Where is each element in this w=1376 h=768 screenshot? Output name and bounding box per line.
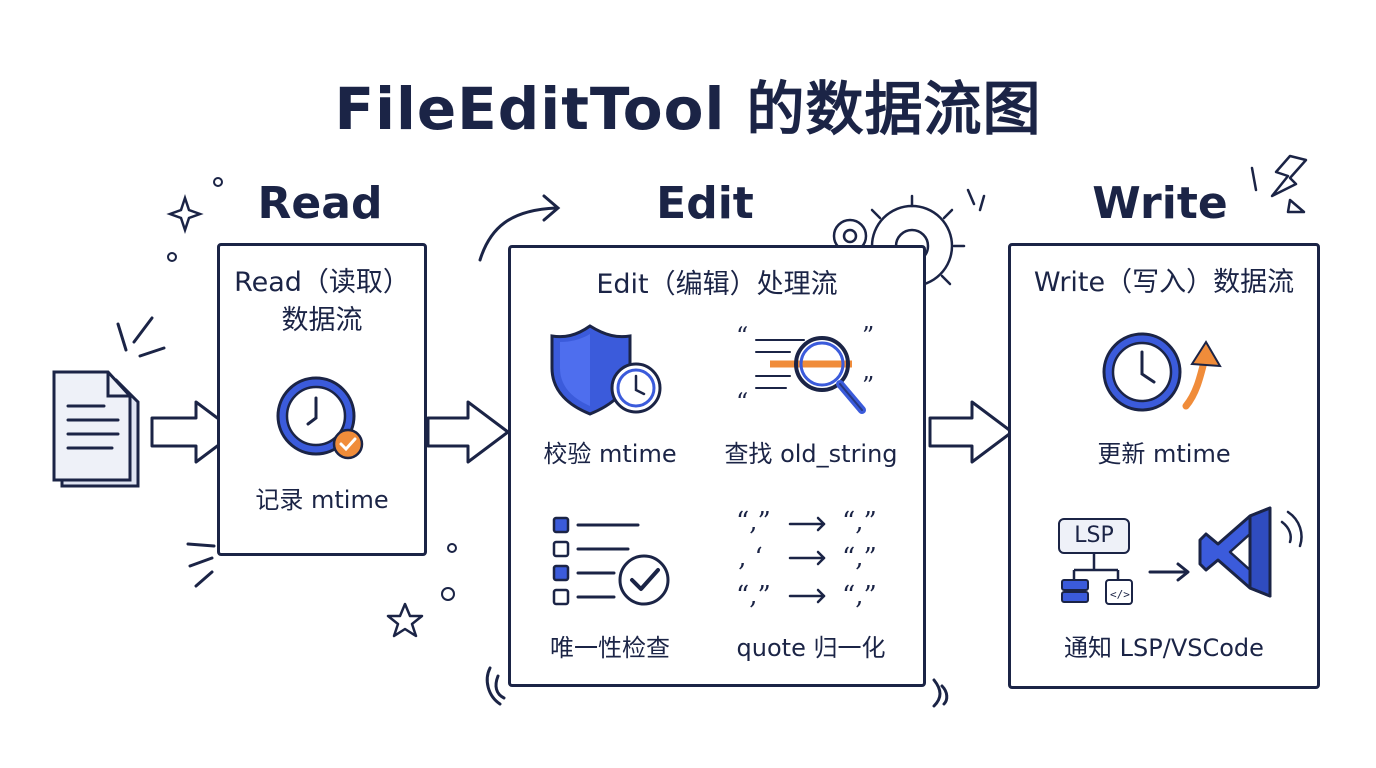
- flow-arrow-icon: [150, 400, 238, 464]
- vscode-icon: [1198, 506, 1303, 598]
- svg-text:</>: </>: [1110, 588, 1130, 601]
- edit-step-verify-mtime: 校验 mtime: [543, 440, 677, 468]
- read-box-title-line2: 数据流: [281, 305, 363, 336]
- edit-step-quote-normalize: quote 归一化: [736, 634, 886, 662]
- checklist-icon: [552, 516, 670, 606]
- burst-arrow-icon: [1250, 154, 1308, 214]
- write-stage-box: Write（写入）数据流: [1008, 243, 1320, 689]
- clock-check-icon: [276, 376, 364, 460]
- svg-text:”: ”: [862, 372, 874, 400]
- clock-update-icon: [1102, 332, 1222, 412]
- svg-text:“,”: “,”: [842, 543, 877, 573]
- svg-text:‚ ‘: ‚ ‘: [738, 543, 763, 573]
- read-box-title-line1: Read（读取）: [234, 267, 410, 298]
- search-string-icon: “ ” “ ”: [736, 322, 874, 416]
- flow-arrow-icon: [426, 400, 510, 464]
- lsp-tree-icon: </>: [1061, 554, 1190, 605]
- edit-step-find-old-string: 查找 old_string: [724, 440, 898, 468]
- lsp-label-box: LSP: [1058, 518, 1130, 554]
- svg-text:“: “: [736, 388, 748, 416]
- write-step-update-mtime: 更新 mtime: [1097, 440, 1231, 468]
- svg-text:“,”: “,”: [842, 507, 877, 537]
- page-title: FileEditTool 的数据流图: [334, 75, 1042, 143]
- edit-box-title: Edit（编辑）处理流: [596, 269, 838, 300]
- edit-step-uniqueness-check: 唯一性检查: [550, 634, 670, 662]
- shield-clock-icon: [550, 324, 662, 416]
- gear-icon: [832, 218, 868, 254]
- stage-heading-read: Read: [257, 178, 383, 229]
- quote-normalize-icon: “,” “,” ‚ ‘ “,” “,” “,”: [736, 507, 877, 611]
- star-icon: [386, 602, 424, 638]
- svg-text:“: “: [736, 322, 748, 350]
- curved-arrow-icon: [478, 194, 561, 262]
- svg-text:“,”: “,”: [736, 507, 771, 537]
- svg-text:”: ”: [862, 322, 874, 350]
- write-box-title: Write（写入）数据流: [1033, 267, 1295, 298]
- svg-text:“,”: “,”: [842, 581, 877, 611]
- flow-arrow-icon: [928, 400, 1014, 464]
- document-icon: [52, 370, 140, 488]
- sparkle-icon: [166, 194, 204, 234]
- stage-heading-write: Write: [1092, 178, 1228, 229]
- write-step-notify-lsp-vscode: 通知 LSP/VSCode: [1064, 634, 1264, 662]
- read-step-record-mtime: 记录 mtime: [255, 486, 389, 514]
- svg-text:“,”: “,”: [736, 581, 771, 611]
- stage-heading-edit: Edit: [656, 178, 754, 229]
- edit-stage-box: Edit（编辑）处理流: [508, 245, 926, 687]
